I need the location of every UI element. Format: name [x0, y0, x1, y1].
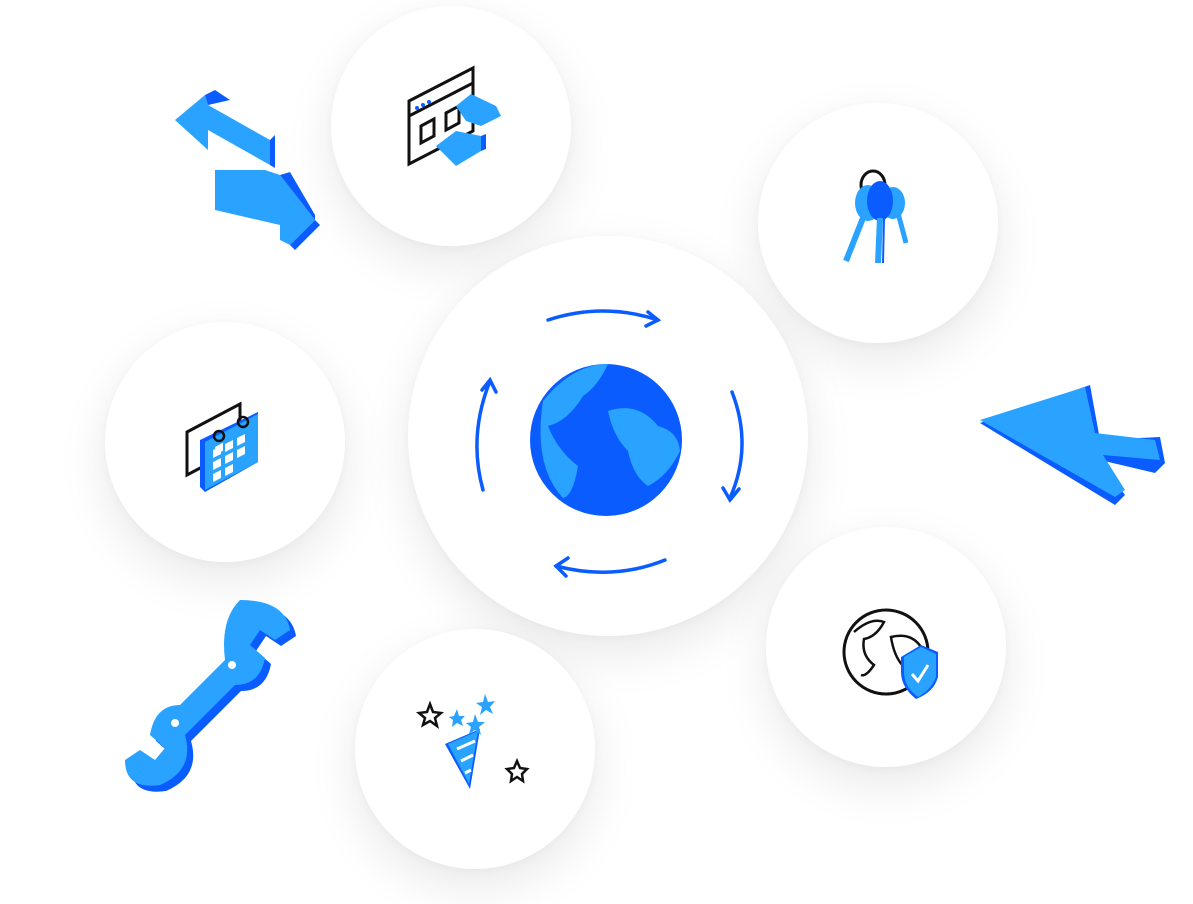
browser-transfer-circle	[331, 6, 571, 246]
globe-with-rotating-arrows-icon	[475, 309, 744, 578]
calendar-circle	[105, 322, 345, 562]
keys-circle	[758, 103, 998, 343]
globe-shield-check-icon	[842, 608, 938, 699]
calendar-icon	[185, 401, 258, 492]
cursor-pointer-icon	[975, 385, 1167, 510]
party-popper-icon	[415, 694, 530, 789]
rotate-arrow-left-icon	[475, 379, 492, 492]
rotate-arrow-right-icon	[728, 390, 744, 500]
party-circle	[355, 629, 595, 869]
rotate-arrow-top-icon	[546, 309, 660, 322]
transfer-arrows-icon	[170, 90, 320, 255]
browser-window-with-transfer-arrows-icon	[407, 65, 501, 167]
keys-icon	[843, 169, 909, 264]
globe-shield-circle	[766, 527, 1006, 767]
globe-center-circle	[408, 236, 808, 636]
wrench-icon	[120, 600, 300, 795]
rotate-arrow-bottom-icon	[554, 558, 667, 574]
